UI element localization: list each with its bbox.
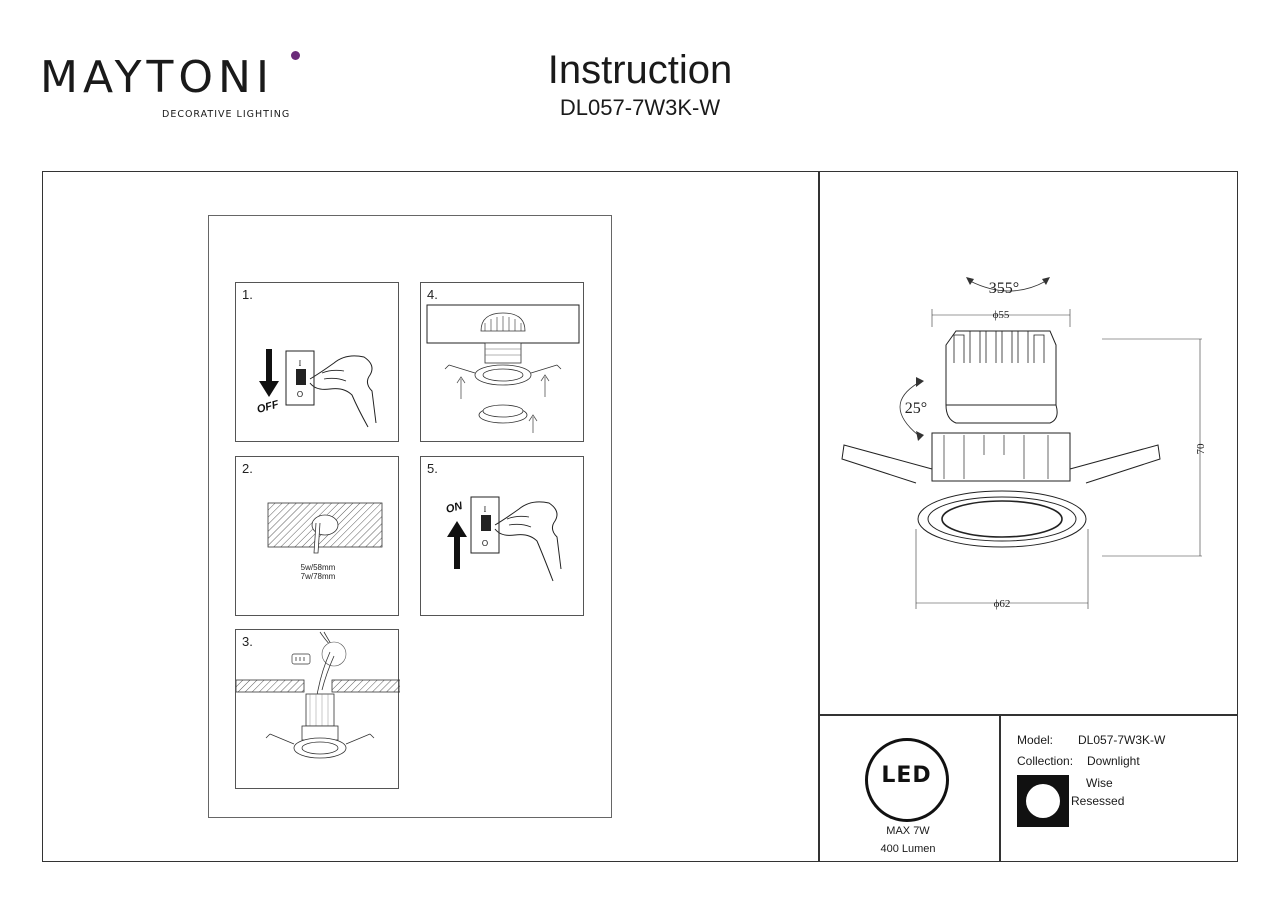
brand-name: MAYTONI: [40, 52, 274, 103]
model-label: Model:: [1017, 733, 1054, 747]
cutout-dimension-5w: 5w/58mm: [300, 563, 336, 572]
brand-accent-dot: [291, 51, 300, 60]
step-1-panel: 1. I O OFF: [235, 282, 399, 442]
bottom-diameter-label: ϕ62: [994, 598, 1011, 610]
step-4-panel: 4.: [420, 282, 584, 442]
collection-value: Downlight: [1087, 754, 1140, 768]
series-type: Resessed: [1071, 794, 1125, 808]
installation-steps-panel: [208, 215, 612, 818]
technical-drawing: 355° ϕ55 25° ϕ62 70: [820, 173, 1236, 713]
led-badge-label: LED: [881, 763, 932, 788]
step-5-panel: 5. ON I O: [420, 456, 584, 616]
step-2-panel: 2. 5w/58mm 7w/78mm: [235, 456, 399, 616]
max-power: MAX 7W: [886, 825, 930, 837]
frame-divider-vertical: [818, 171, 820, 862]
insert-fixture-illustration: [426, 304, 580, 433]
instruction-frame: [42, 171, 1238, 862]
switch-on-mark: I: [484, 505, 487, 514]
step-number: 2.: [242, 461, 253, 476]
ceiling-cutout-illustration: [267, 502, 383, 554]
height-label: 70: [1195, 443, 1207, 455]
rotation-angle-label: 355°: [989, 280, 1019, 297]
series-icon: [1017, 775, 1069, 827]
step-number: 1.: [242, 287, 253, 302]
top-diameter-label: ϕ55: [993, 309, 1010, 321]
switch-state-label: ON: [445, 500, 465, 516]
model-value: DL057-7W3K-W: [1078, 733, 1166, 747]
brand-tagline: DECORATIVE LIGHTING: [162, 109, 291, 120]
downlight-dimension-drawing: 355° ϕ55 25° ϕ62 70: [841, 277, 1207, 610]
step-3-panel: 3.: [235, 629, 400, 789]
lumen-output: 400 Lumen: [880, 843, 936, 855]
info-divider-vertical: [999, 714, 1001, 862]
switch-on-illustration: ON I O: [445, 496, 562, 582]
switch-off-mark: O: [297, 390, 303, 399]
step-number: 5.: [427, 461, 438, 476]
frame-divider-horizontal: [818, 714, 1238, 716]
switch-on-mark: I: [299, 359, 302, 368]
switch-off-illustration: I O OFF: [256, 349, 377, 428]
step-number: 3.: [242, 634, 253, 649]
switch-off-mark: O: [482, 539, 488, 548]
brand-logo: MAYTONI: [40, 52, 310, 122]
cutout-dimension-7w: 7w/78mm: [300, 572, 336, 581]
series-name: Wise: [1086, 776, 1113, 790]
led-badge: LED: [865, 738, 949, 822]
wiring-illustration: [236, 631, 400, 759]
document-title: Instruction: [547, 48, 733, 92]
document-model-code: DL057-7W3K-W: [559, 95, 721, 120]
switch-state-label: OFF: [256, 399, 281, 416]
step-number: 4.: [427, 287, 438, 302]
tilt-angle-label: 25°: [905, 400, 927, 417]
collection-label: Collection:: [1017, 754, 1074, 768]
